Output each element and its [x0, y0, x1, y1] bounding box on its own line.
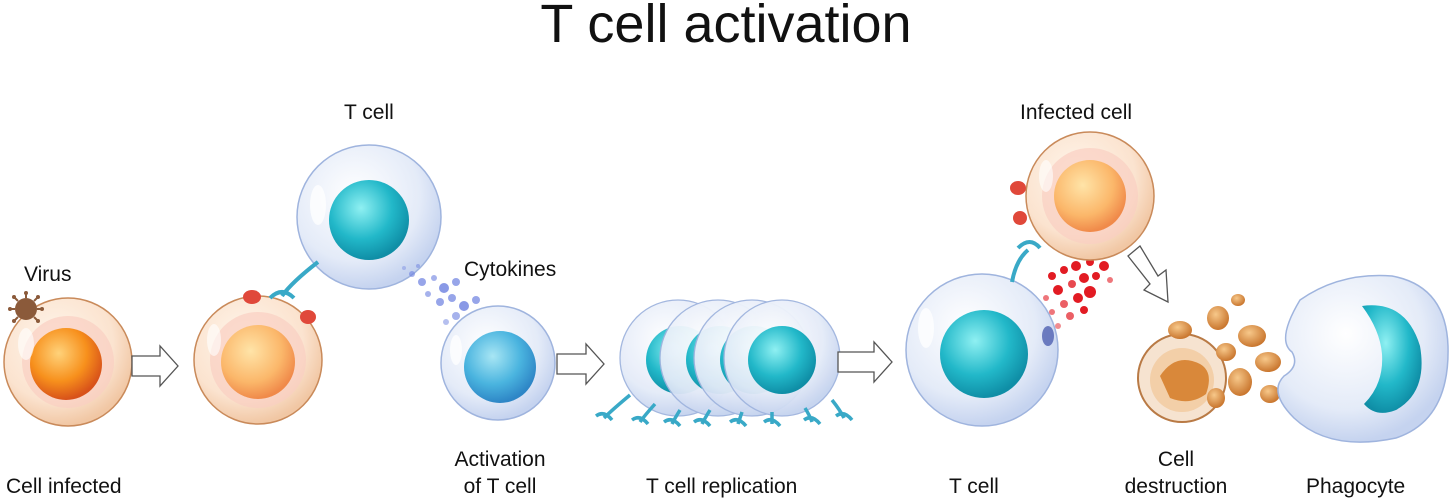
page-title: T cell activation	[540, 0, 912, 54]
activation-label-line1: Activation	[454, 448, 546, 471]
infected-cell-1	[3, 297, 133, 427]
infected-cell-label: Infected cell	[1020, 101, 1133, 124]
t-cell-top-label: T cell	[344, 101, 394, 124]
arrow-right-icon	[837, 340, 893, 384]
antigen-presenting-cell	[193, 290, 323, 425]
activation-label-line2: of T cell	[463, 475, 537, 498]
arrow-right-icon	[556, 342, 605, 386]
phagocyte-cell	[1277, 274, 1449, 443]
t-cell-top	[296, 144, 442, 290]
cell-infected-label: Cell infected	[6, 475, 122, 498]
cytokines-label: Cytokines	[464, 258, 557, 281]
killer-t-cell	[905, 273, 1059, 427]
t-cell-replication-group	[594, 299, 854, 428]
cell-destruction-label-line2: destruction	[1124, 475, 1228, 498]
phagocyte-label: Phagocyte	[1306, 475, 1406, 498]
cell-destruction-label-line1: Cell	[1157, 448, 1195, 471]
infected-cell-target	[1010, 131, 1155, 261]
activated-t-cell	[440, 305, 556, 421]
perforin-granules-icon	[1043, 258, 1113, 329]
cell-debris-icon	[1168, 294, 1281, 408]
t-cell-bottom-label: T cell	[949, 475, 999, 498]
virus-icon	[8, 291, 44, 323]
t-cell-replication-label: T cell replication	[646, 475, 798, 498]
virus-label: Virus	[24, 263, 72, 286]
arrow-down-right-icon	[1127, 245, 1169, 304]
arrow-right-icon	[131, 344, 179, 388]
destroyed-cell	[1137, 333, 1227, 423]
tcr-receptor-icon	[268, 260, 320, 300]
tcr-receptor-icon	[1010, 240, 1042, 283]
